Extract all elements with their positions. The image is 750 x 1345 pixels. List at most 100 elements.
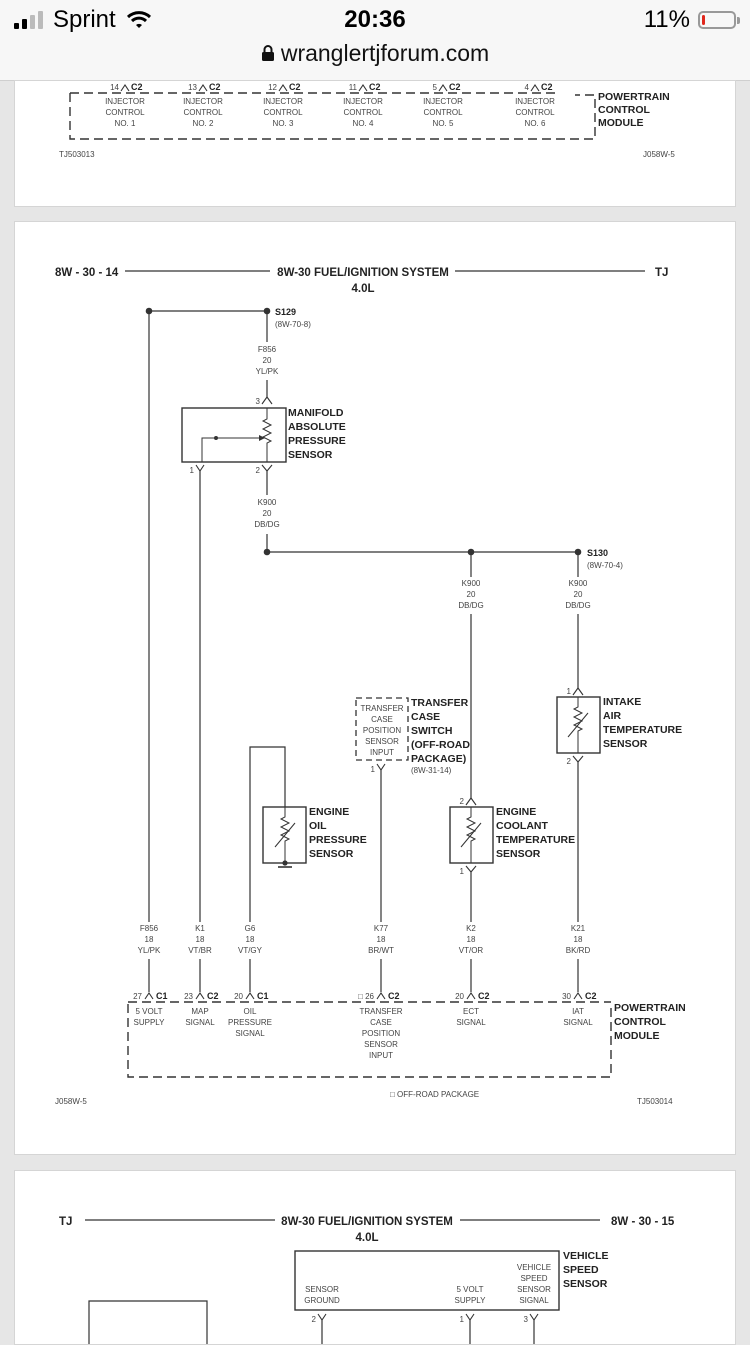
transfer-label-1: TRANSFER	[411, 697, 469, 709]
pin-number: 5	[433, 83, 438, 92]
pin-function-line3: SIGNAL	[235, 1029, 265, 1038]
pcm-label-line1: POWERTRAIN	[598, 91, 670, 103]
splice-s130-ref: (8W-70-4)	[587, 561, 623, 570]
ect-label-2: COOLANT	[496, 820, 548, 832]
wire-color: YL/PK	[138, 946, 161, 955]
pin-number: 30	[562, 992, 571, 1001]
drawing-code-left: J058W-5	[55, 1097, 87, 1106]
wire-code: K900	[258, 498, 277, 507]
pin-function-line4: SIGNAL	[519, 1296, 549, 1305]
wire-color: VT/OR	[459, 946, 484, 955]
wire-code: F856	[140, 924, 159, 933]
connector-id: C2	[585, 991, 597, 1001]
wire-color: DB/DG	[565, 601, 590, 610]
wire-gauge: 20	[263, 509, 272, 518]
schematic-page-14: 8W - 30 - 14 8W-30 FUEL/IGNITION SYSTEM …	[14, 221, 736, 1155]
oil-label-2: OIL	[309, 820, 327, 832]
pin-function-line3: NO. 3	[273, 119, 294, 128]
connector-id: C2	[209, 82, 221, 92]
connector-id: C2	[478, 991, 490, 1001]
pin-number: 20	[455, 992, 464, 1001]
pin-number: 3	[524, 1315, 529, 1324]
pcm-dashed-box	[127, 1004, 612, 1078]
address-bar[interactable]: wranglertjforum.com	[0, 40, 750, 67]
wifi-icon	[126, 11, 151, 28]
connector-terminal	[245, 992, 255, 1000]
pin-function-line2: SIGNAL	[456, 1018, 486, 1027]
pin-function-line1: INJECTOR	[423, 97, 463, 106]
map-sensor-box	[181, 407, 287, 463]
vss-label-3: SENSOR	[563, 1278, 608, 1290]
connector-terminal	[530, 84, 540, 92]
wire-code: K1	[195, 924, 205, 933]
pin-number: 2	[460, 797, 465, 806]
page-subtitle: 4.0L	[355, 1232, 378, 1244]
wire-color: DB/DG	[254, 520, 279, 529]
transfer-label-4: (OFF-ROAD	[411, 739, 470, 751]
battery-icon	[698, 11, 740, 29]
transfer-inner-line1: TRANSFER	[360, 704, 403, 713]
pin-number: 1	[371, 765, 376, 774]
pin-number: □ 26	[358, 992, 375, 1001]
url-text: wranglertjforum.com	[280, 40, 490, 66]
pin-function-line1: SENSOR	[305, 1285, 339, 1294]
pin-function-line2: CONTROL	[343, 108, 383, 117]
wire-code: F856	[258, 345, 277, 354]
pin-function-line2: PRESSURE	[228, 1018, 272, 1027]
connector-id: C2	[449, 82, 461, 92]
wire-gauge: 18	[377, 935, 386, 944]
vss-label-2: SPEED	[563, 1264, 599, 1276]
pin-function-line1: TRANSFER	[359, 1007, 402, 1016]
vss-box	[294, 1250, 560, 1311]
offroad-footnote: □ OFF-ROAD PACKAGE	[390, 1090, 479, 1099]
pin-function-line1: INJECTOR	[183, 97, 223, 106]
iat-label-4: SENSOR	[603, 738, 648, 750]
pin-number: 23	[184, 992, 193, 1001]
page-title: 8W-30 FUEL/IGNITION SYSTEM	[277, 267, 449, 279]
pin-function-line1: INJECTOR	[105, 97, 145, 106]
pin-function-line2: SIGNAL	[563, 1018, 593, 1027]
pin-number: 2	[256, 466, 261, 475]
clock: 20:36	[344, 6, 406, 33]
transfer-inner-line3: POSITION	[363, 726, 401, 735]
cell-signal-icon	[14, 11, 43, 29]
transfer-label-3: SWITCH	[411, 725, 452, 737]
wire-code: K21	[571, 924, 586, 933]
pin-function-line2: CASE	[370, 1018, 392, 1027]
pin-number: 2	[312, 1315, 317, 1324]
pin-function-line2: CONTROL	[263, 108, 303, 117]
pcm-label-line2: CONTROL	[598, 104, 650, 116]
map-sensor-label-2: ABSOLUTE	[288, 421, 346, 433]
ect-label-4: SENSOR	[496, 848, 541, 860]
connector-terminal	[376, 992, 386, 1000]
pin-number: 2	[567, 757, 572, 766]
carrier-info: Sprint	[14, 6, 152, 34]
pin-function-line1: INJECTOR	[263, 97, 303, 106]
map-sensor-resistor	[261, 408, 273, 462]
connector-terminal	[198, 84, 208, 92]
connector-id: C2	[369, 82, 381, 92]
connector-terminal	[465, 1313, 475, 1321]
battery-status: 11%	[644, 6, 740, 34]
wire-color: DB/DG	[458, 601, 483, 610]
connector-id: C1	[156, 991, 168, 1001]
pin-function-line1: MAP	[191, 1007, 208, 1016]
wire-gauge: 20	[574, 590, 583, 599]
pin-function-line1: INJECTOR	[343, 97, 383, 106]
pin-number: 1	[460, 867, 465, 876]
transfer-inner-line5: INPUT	[370, 748, 394, 757]
ect-label-1: ENGINE	[496, 806, 536, 818]
page-title: 8W-30 FUEL/IGNITION SYSTEM	[281, 1216, 453, 1228]
pin-number: 11	[349, 83, 358, 92]
pin-number: 27	[133, 992, 142, 1001]
connector-terminal	[573, 992, 583, 1000]
pin-function-line2: SUPPLY	[134, 1018, 166, 1027]
pin-function-line1: INJECTOR	[515, 97, 555, 106]
vss-label-1: VEHICLE	[563, 1250, 609, 1262]
